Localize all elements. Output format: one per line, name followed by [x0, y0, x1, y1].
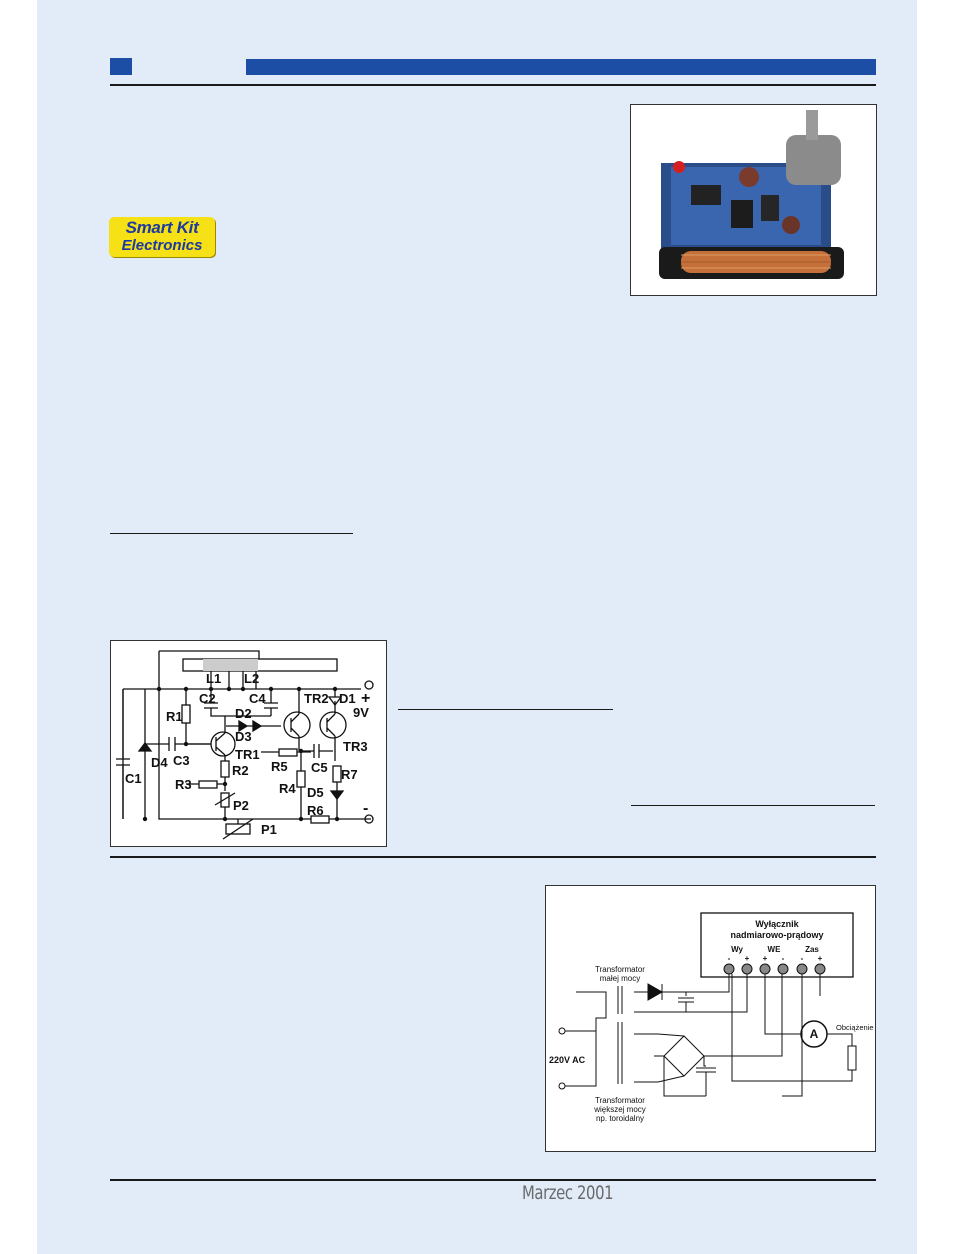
group-wy: Wy — [731, 945, 743, 954]
header-bar — [246, 59, 876, 75]
kit-photo — [630, 104, 877, 296]
test-setup-diagram: Wyłącznik nadmiarowo-prądowy Wy WE Zas -… — [545, 885, 876, 1152]
kit-photo-image — [659, 110, 844, 279]
section-rule-3 — [631, 805, 875, 806]
label-c5: C5 — [311, 760, 328, 775]
sign-1: - — [728, 954, 731, 963]
group-zas: Zas — [805, 945, 819, 954]
label-plus: + — [361, 690, 370, 707]
top-rule — [110, 84, 876, 86]
transformer-big-label-3: np. toroidalny — [596, 1114, 644, 1123]
bottom-rule — [110, 1179, 876, 1181]
label-r5: R5 — [271, 759, 288, 774]
ammeter-label: A — [810, 1027, 819, 1041]
label-tr3: TR3 — [343, 739, 368, 754]
label-c2: C2 — [199, 691, 216, 706]
section-rule-1 — [110, 533, 353, 534]
label-d2: D2 — [235, 706, 252, 721]
transformer-big-label-2: większej mocy — [593, 1105, 646, 1114]
label-tr2: TR2 — [304, 691, 329, 706]
label-d4: D4 — [151, 755, 168, 770]
label-r4: R4 — [279, 781, 296, 796]
logo-line-2: Electronics — [121, 237, 203, 254]
label-9v: 9V — [353, 705, 369, 720]
sign-5: - — [801, 954, 804, 963]
sign-2: + — [745, 954, 750, 963]
sign-4: - — [782, 954, 785, 963]
label-r2: R2 — [232, 763, 249, 778]
label-d3: D3 — [235, 729, 252, 744]
supply-label: 220V AC — [549, 1055, 586, 1065]
label-p1: P1 — [261, 822, 277, 837]
label-c4: C4 — [249, 691, 266, 706]
label-d5: D5 — [307, 785, 324, 800]
issue-date: Marzec 2001 — [522, 1182, 614, 1204]
box-title-2: nadmiarowo-prądowy — [730, 930, 823, 940]
label-p2: P2 — [233, 798, 249, 813]
header-square — [110, 58, 132, 75]
label-c1: C1 — [125, 771, 142, 786]
label-r7: R7 — [341, 767, 358, 782]
sign-3: + — [763, 954, 768, 963]
sign-6: + — [818, 954, 823, 963]
group-we: WE — [768, 945, 782, 954]
transformer-big-label-1: Transformator — [595, 1096, 645, 1105]
label-r1: R1 — [166, 709, 183, 724]
section-rule-2 — [398, 709, 613, 710]
label-tr1: TR1 — [235, 747, 260, 762]
box-title-1: Wyłącznik — [755, 919, 799, 929]
label-r6: R6 — [307, 803, 324, 818]
label-d1: D1 — [339, 691, 356, 706]
label-c3: C3 — [173, 753, 190, 768]
load-label: Obciążenie — [836, 1023, 874, 1032]
transformer-small-label-2: małej mocy — [600, 974, 640, 983]
label-r3: R3 — [175, 777, 192, 792]
logo-line-1: Smart Kit — [125, 218, 199, 237]
label-minus: - — [363, 800, 368, 817]
middle-rule — [110, 856, 876, 858]
label-l1: L1 — [206, 671, 221, 686]
circuit-schematic: L1 L2 C2 C4 TR2 D1 9V R1 D2 D3 C3 TR1 R5… — [110, 640, 387, 847]
smart-kit-logo: Smart Kit Electronics — [109, 217, 215, 257]
label-l2: L2 — [244, 671, 259, 686]
transformer-small-label-1: Transformator — [595, 965, 645, 974]
